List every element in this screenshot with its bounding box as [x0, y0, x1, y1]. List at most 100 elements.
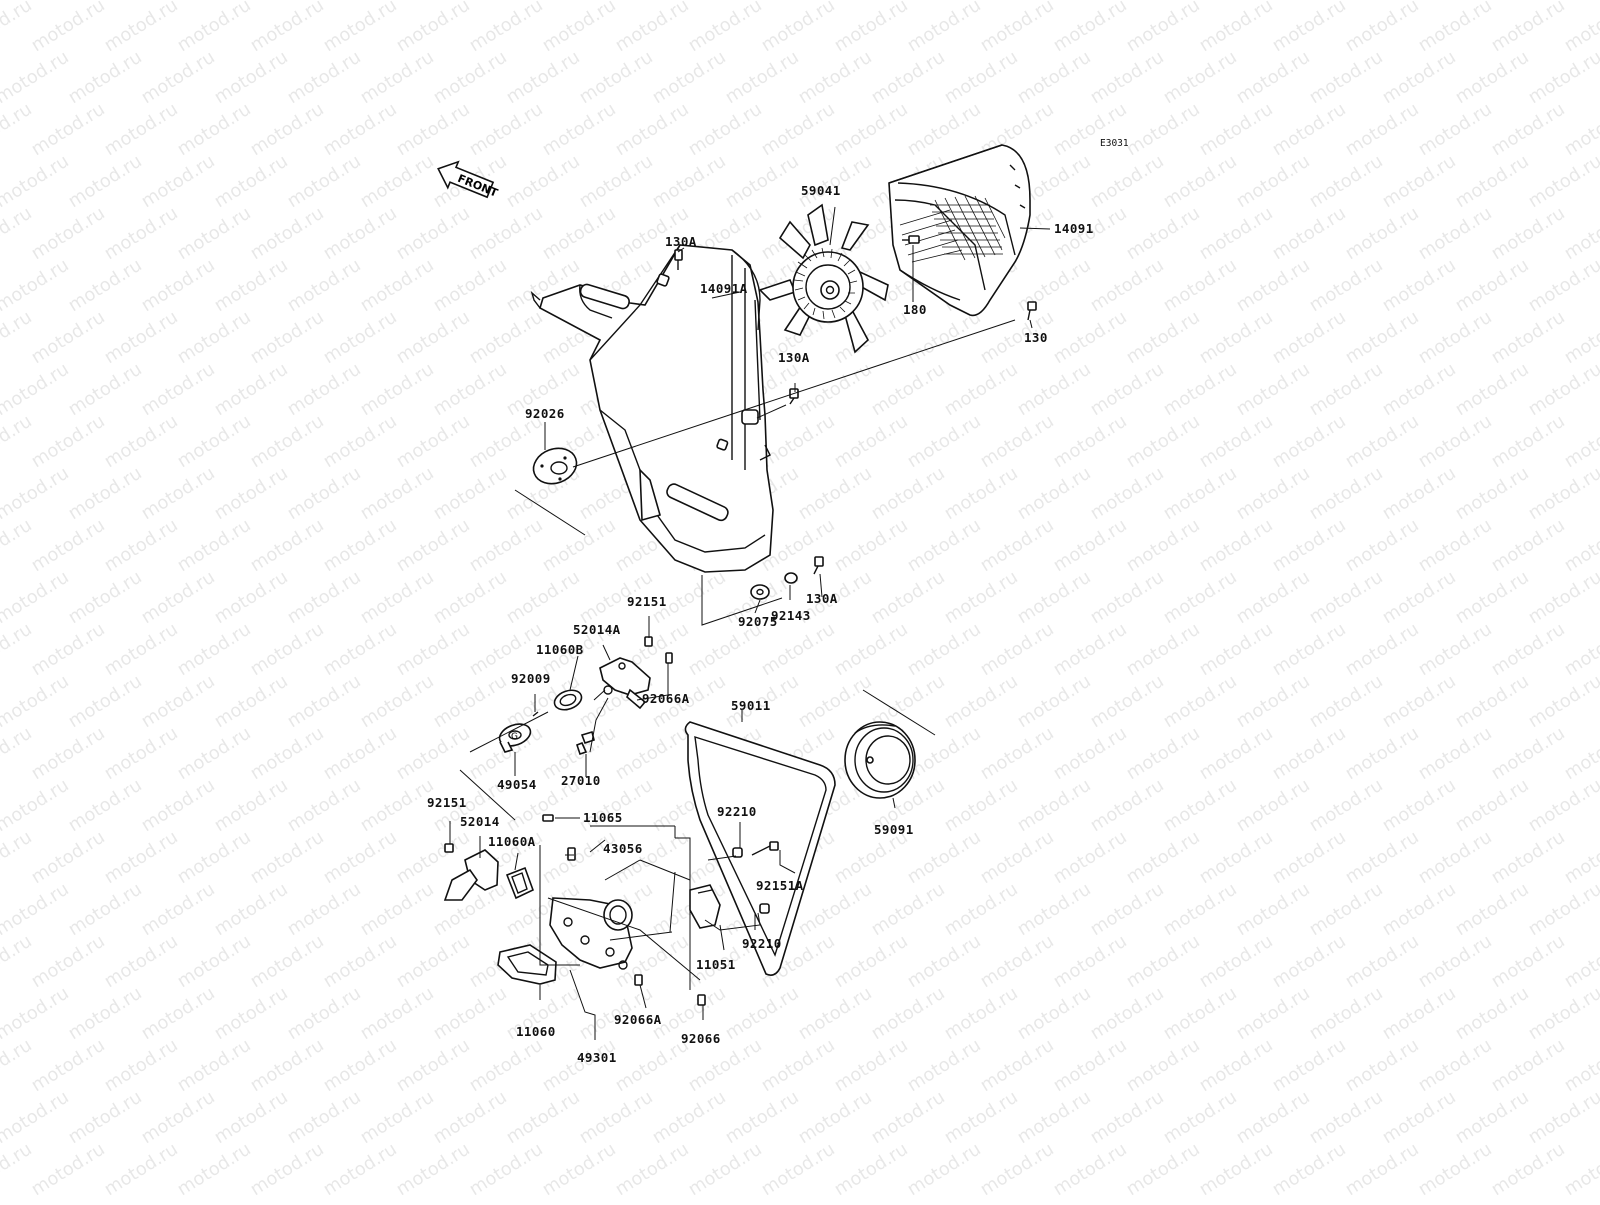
label-27010: 27010 [561, 773, 601, 788]
watermark-text: motod.ru [1342, 411, 1423, 473]
watermark-text: motod.ru [1050, 515, 1131, 577]
watermark-text: motod.ru [977, 723, 1058, 785]
watermark-text: motod.ru [1452, 255, 1533, 317]
watermark-text: motod.ru [174, 619, 255, 681]
watermark-text: motod.ru [247, 619, 328, 681]
watermark-text: motod.ru [138, 463, 219, 525]
watermark-text: motod.ru [795, 0, 876, 4]
watermark-text: motod.ru [247, 411, 328, 473]
watermark-text: motod.ru [1306, 879, 1387, 941]
watermark-text: motod.ru [0, 1035, 36, 1097]
watermark-text: motod.ru [649, 151, 730, 213]
watermark-text: motod.ru [0, 931, 36, 993]
watermark-text: motod.ru [1269, 1139, 1350, 1200]
watermark-text: motod.ru [1269, 931, 1350, 993]
watermark-text: motod.ru [1525, 671, 1600, 733]
watermark-text: motod.ru [1160, 983, 1241, 1045]
watermark-text: motod.ru [1415, 99, 1496, 161]
watermark-text: motod.ru [1014, 983, 1095, 1045]
watermark-text: motod.ru [1488, 619, 1569, 681]
watermark-text: motod.ru [1196, 515, 1277, 577]
watermark-text: motod.ru [1196, 411, 1277, 473]
watermark-text: motod.ru [977, 515, 1058, 577]
watermark-text: motod.ru [466, 0, 547, 56]
watermark-text: motod.ru [1233, 151, 1314, 213]
watermark-text: motod.ru [357, 983, 438, 1045]
watermark-text: motod.ru [393, 931, 474, 993]
watermark-text: motod.ru [1160, 359, 1241, 421]
watermark-text: motod.ru [831, 515, 912, 577]
watermark-text: motod.ru [284, 47, 365, 109]
watermark-text: motod.ru [758, 0, 839, 56]
watermark-text: motod.ru [1379, 775, 1460, 837]
watermark-text: motod.ru [1306, 151, 1387, 213]
watermark-text: motod.ru [503, 567, 584, 629]
watermark-text: motod.ru [904, 0, 985, 56]
watermark-text: motod.ru [941, 463, 1022, 525]
watermark-text: motod.ru [1452, 47, 1533, 109]
watermark-text: motod.ru [831, 1139, 912, 1200]
label-130A-bot: 130A [806, 591, 838, 606]
watermark-text: motod.ru [1087, 359, 1168, 421]
watermark-text: motod.ru [1342, 99, 1423, 161]
watermark-text: motod.ru [1050, 99, 1131, 161]
watermark-text: motod.ru [393, 203, 474, 265]
watermark-text: motod.ru [1488, 411, 1569, 473]
watermark-text: motod.ru [320, 1139, 401, 1200]
washer-92143 [784, 572, 798, 584]
watermark-text: motod.ru [685, 0, 766, 56]
watermark-text: motod.ru [320, 723, 401, 785]
watermark-text: motod.ru [211, 775, 292, 837]
watermark-text: motod.ru [1488, 1035, 1569, 1097]
watermark-text: motod.ru [539, 1139, 620, 1200]
watermark-text: motod.ru [1196, 203, 1277, 265]
watermark-text: motod.ru [1123, 0, 1204, 56]
watermark-text: motod.ru [211, 879, 292, 941]
spacer-92075 [750, 584, 770, 600]
watermark-text: motod.ru [576, 0, 657, 4]
watermark-text: motod.ru [284, 255, 365, 317]
watermark-text: motod.ru [0, 1087, 73, 1149]
label-92026: 92026 [525, 406, 565, 421]
watermark-text: motod.ru [1014, 47, 1095, 109]
watermark-text: motod.ru [247, 99, 328, 161]
watermark-text: motod.ru [1415, 931, 1496, 993]
watermark-text: motod.ru [1196, 1139, 1277, 1200]
watermark-text: motod.ru [1379, 151, 1460, 213]
gasket-11060 [497, 944, 557, 985]
watermark-text: motod.ru [1452, 151, 1533, 213]
watermark-text: motod.ru [1014, 255, 1095, 317]
watermark-text: motod.ru [138, 983, 219, 1045]
watermark-text: motod.ru [831, 1035, 912, 1097]
watermark-text: motod.ru [1050, 1035, 1131, 1097]
watermark-text: motod.ru [941, 983, 1022, 1045]
watermark-text: motod.ru [977, 0, 1058, 56]
watermark-text: motod.ru [758, 1139, 839, 1200]
watermark-text: motod.ru [247, 1035, 328, 1097]
watermark-text: motod.ru [1196, 931, 1277, 993]
watermark-text: motod.ru [1087, 255, 1168, 317]
watermark-text: motod.ru [357, 47, 438, 109]
watermark-text: motod.ru [28, 515, 109, 577]
watermark-text: motod.ru [466, 1139, 547, 1200]
watermark-text: motod.ru [1525, 1087, 1600, 1149]
watermark-text: motod.ru [211, 151, 292, 213]
watermark-text: motod.ru [1269, 619, 1350, 681]
watermark-text: motod.ru [1415, 203, 1496, 265]
watermark-text: motod.ru [831, 411, 912, 473]
watermark-text: motod.ru [1269, 723, 1350, 785]
watermark-text: motod.ru [1525, 463, 1600, 525]
watermark-text: motod.ru [320, 1035, 401, 1097]
ring-92009 [532, 711, 539, 717]
watermark-text: motod.ru [0, 723, 36, 785]
watermark-text: motod.ru [28, 307, 109, 369]
watermark-text: motod.ru [649, 1087, 730, 1149]
label-59091: 59091 [874, 822, 914, 837]
watermark-text: motod.ru [320, 515, 401, 577]
watermark-text: motod.ru [904, 723, 985, 785]
label-11060A: 11060A [488, 834, 536, 849]
stud-92066 [697, 994, 706, 1006]
watermark-text: motod.ru [174, 1035, 255, 1097]
watermark-text: motod.ru [101, 307, 182, 369]
